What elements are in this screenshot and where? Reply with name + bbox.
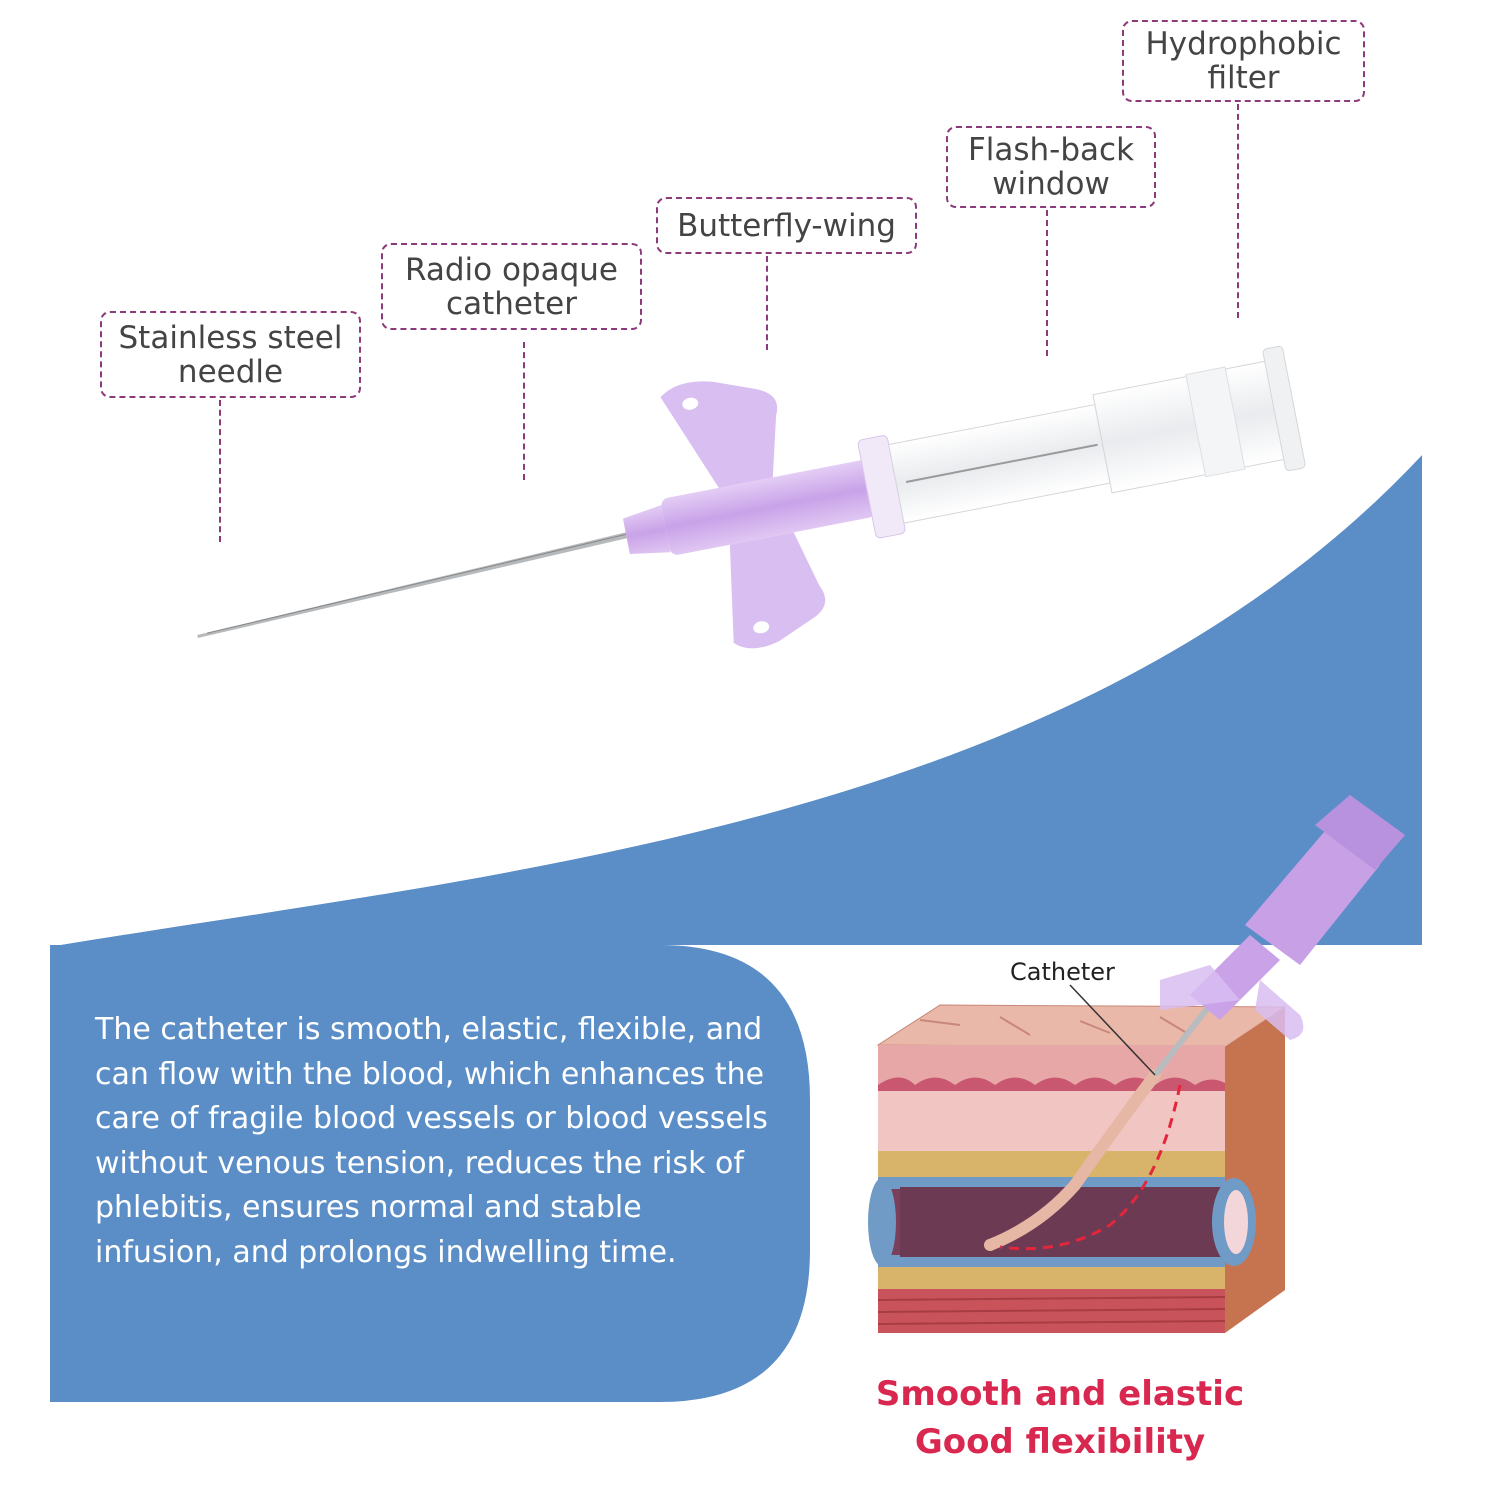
iv-cannula-image xyxy=(197,345,1306,649)
callout-line-1: Hydrophobic xyxy=(1145,26,1342,62)
callout-line-1: Stainless steel xyxy=(118,319,343,356)
callout-line-1: Butterfly-wing xyxy=(677,207,896,244)
leader-needle xyxy=(219,400,221,542)
callout-hydrophobic-filter: Hydrophobic filter xyxy=(1122,20,1365,102)
callout-line-2: needle xyxy=(177,353,284,390)
leader-flashback xyxy=(1046,210,1048,356)
callout-radio-opaque-catheter: Radio opaque catheter xyxy=(381,243,642,330)
description-text: The catheter is smooth, elastic, flexibl… xyxy=(95,1012,768,1270)
catheter-label: Catheter xyxy=(1010,958,1115,986)
leader-wing xyxy=(766,256,768,350)
caption-line-2: Good flexibility xyxy=(914,1422,1206,1462)
callout-line-1: Radio opaque xyxy=(404,251,618,288)
callout-line-2: window xyxy=(992,166,1110,202)
blue-text-panel xyxy=(50,945,810,1402)
callout-flash-back-window: Flash-back window xyxy=(946,126,1156,208)
callout-butterfly-wing: Butterfly-wing xyxy=(656,197,917,254)
callout-stainless-steel-needle: Stainless steel needle xyxy=(100,311,361,398)
skin-cross-section-image xyxy=(868,795,1405,1333)
blue-swoosh xyxy=(60,455,1422,945)
callout-line-2: catheter xyxy=(446,285,577,322)
callout-line-1: Flash-back xyxy=(967,132,1135,168)
leader-filter xyxy=(1237,104,1239,318)
caption-line-1: Smooth and elastic xyxy=(875,1374,1245,1414)
leader-catheter xyxy=(523,342,525,480)
callout-line-2: filter xyxy=(1207,60,1280,96)
